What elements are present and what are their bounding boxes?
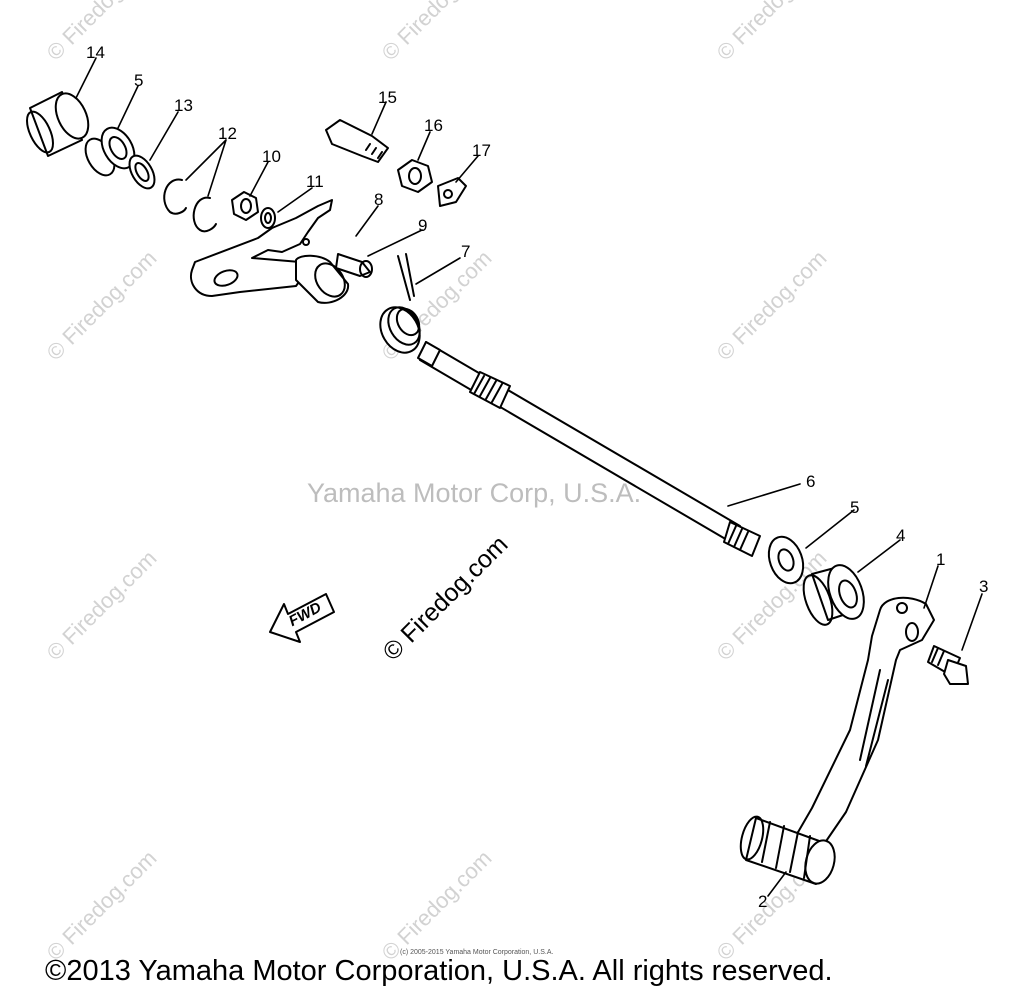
callout-3: 3 <box>979 577 989 596</box>
part-7-spring <box>379 253 421 354</box>
callout-7: 7 <box>461 242 471 261</box>
callout-12: 12 <box>218 124 237 143</box>
part-15-bolt <box>325 119 389 163</box>
callout-6: 6 <box>806 472 816 491</box>
callout-16: 16 <box>424 116 443 135</box>
part-9-pin <box>335 253 373 278</box>
callout-13: 13 <box>174 96 193 115</box>
part-10-nut <box>231 191 259 221</box>
part-2-pedal-rubber <box>739 815 836 885</box>
callout-8: 8 <box>374 190 384 209</box>
callout-14: 14 <box>86 43 105 62</box>
callout-10: 10 <box>262 147 281 166</box>
small-copyright: (c) 2005-2015 Yamaha Motor Corporation, … <box>400 949 554 956</box>
part-14-collar <box>26 91 90 157</box>
part-13-washer <box>128 154 156 190</box>
part-5-seal-lower <box>767 535 805 585</box>
callout-9: 9 <box>418 216 428 235</box>
leader-lines <box>75 57 983 897</box>
part-6-shift-shaft <box>417 341 761 557</box>
part-16-nut <box>397 159 433 193</box>
part-8-shift-arm <box>190 199 350 304</box>
part-4-bush <box>802 564 865 626</box>
callout-5: 5 <box>134 71 144 90</box>
callout-17: 17 <box>472 141 491 160</box>
copyright-footer: ©2013 Yamaha Motor Corporation, U.S.A. A… <box>45 955 833 987</box>
watermark-yamaha: Yamaha Motor Corp, U.S.A. <box>307 478 642 508</box>
callout-11: 11 <box>306 172 324 191</box>
part-1-shift-pedal <box>789 596 935 851</box>
callout-5-lower: 5 <box>850 498 860 517</box>
callout-2: 2 <box>758 892 768 911</box>
part-3-bolt <box>927 645 969 685</box>
fwd-arrow-icon <box>269 593 335 643</box>
callout-1: 1 <box>936 550 946 569</box>
part-5-bearing-top <box>84 126 136 177</box>
part-12-e-clips <box>163 178 217 233</box>
callout-15: 15 <box>378 88 397 107</box>
part-11-washer <box>260 207 276 229</box>
callout-4: 4 <box>896 526 906 545</box>
part-17-lock-washer <box>437 177 467 207</box>
